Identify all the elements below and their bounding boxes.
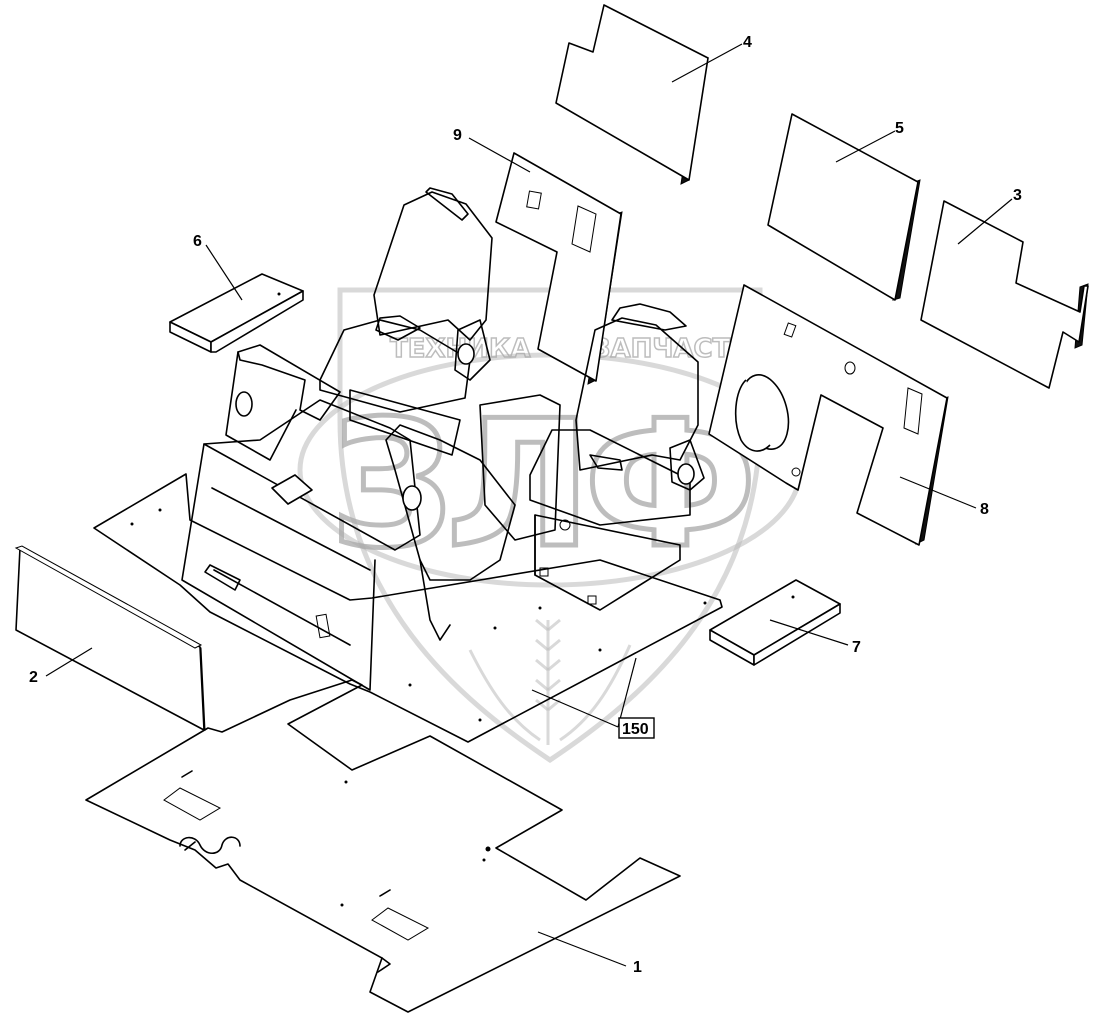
callout-1: 1 [633,959,642,976]
callout-7: 7 [852,639,861,656]
watermark: ТЕХНИКА ЗАПЧАСТИ ЗЛФ [297,287,803,764]
floor-base-plate [93,473,723,743]
part-5-panel [767,113,921,301]
wheat-icon [468,618,632,745]
callouts: 4 5 3 9 6 8 7 2 1 150 [29,34,1022,976]
callout-6: 6 [193,233,202,250]
callout-150: 150 [622,721,649,738]
callout-2: 2 [29,669,38,686]
part-8-panel [708,284,949,546]
seat-left [319,187,493,456]
callout-5: 5 [895,120,904,137]
part-1-floor-mat [85,679,681,1013]
seat-right [529,303,705,611]
part-3-face [920,200,1089,389]
watermark-emblem: ЗЛФ [330,384,749,587]
part-3-panel [920,200,1089,389]
part-4-panel [555,4,709,185]
watermark-shield [337,287,763,764]
callout-8: 8 [980,501,989,518]
part-2-face [15,547,205,731]
callout-150-box [618,717,655,739]
callout-9: 9 [453,127,462,144]
dashboard-console [181,344,561,691]
part-7-block [709,579,841,666]
part-5-face [767,113,919,301]
part-6-block [169,273,304,353]
part-8-face [708,284,948,546]
part-2-panel [14,545,206,731]
part-9-face [495,152,622,382]
callout-4: 4 [743,34,752,51]
callout-3: 3 [1013,187,1022,204]
part-4-face [555,4,709,181]
part-9-panel [495,152,623,385]
